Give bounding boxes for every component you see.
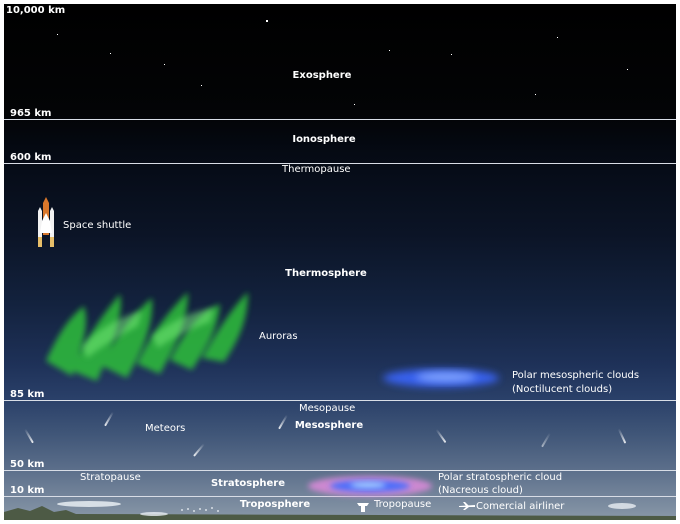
altitude-label-85km: 85 km <box>10 389 45 400</box>
layer-ionosphere: Ionosphere <box>292 134 356 145</box>
star <box>57 34 58 35</box>
label-meteors: Meteors <box>145 423 186 434</box>
label-airliner: Comercial airliner <box>476 501 565 512</box>
star <box>557 37 558 38</box>
meteor <box>541 432 551 448</box>
aurora-graphic <box>46 292 248 381</box>
boundary-line-50km <box>4 470 676 471</box>
space-shuttle-icon <box>38 197 54 247</box>
label-polar-mesospheric-line2: (Noctilucent clouds) <box>512 384 613 395</box>
meteor <box>193 443 205 457</box>
star <box>627 69 628 70</box>
boundary-line-965km <box>4 119 676 120</box>
meteor <box>435 428 447 444</box>
star <box>201 85 202 86</box>
label-auroras: Auroras <box>259 331 298 342</box>
label-mesopause: Mesopause <box>299 403 356 414</box>
star <box>110 53 111 54</box>
layer-troposphere: Troposphere <box>239 499 311 510</box>
label-tropopause: Tropopause <box>374 499 432 510</box>
altitude-label-50km: 50 km <box>10 459 45 470</box>
troposphere-scenery <box>4 501 676 520</box>
altitude-label-965km: 965 km <box>10 108 52 119</box>
meteor <box>24 428 34 444</box>
altitude-label-600km: 600 km <box>10 152 52 163</box>
star <box>535 94 536 95</box>
boundary-line-10km <box>4 496 676 497</box>
star <box>451 54 452 55</box>
atmosphere-diagram: 10,000 km 965 km 600 km 85 km 50 km 10 k… <box>4 4 676 520</box>
label-thermopause: Thermopause <box>282 164 351 175</box>
altitude-label-10km: 10 km <box>10 485 45 496</box>
altitude-label-top: 10,000 km <box>6 5 66 16</box>
label-polar-stratospheric-line2: (Nacreous cloud) <box>438 485 523 496</box>
meteor <box>278 414 288 430</box>
label-stratopause: Stratopause <box>80 472 141 483</box>
label-polar-stratospheric-line1: Polar stratospheric cloud <box>438 472 563 483</box>
boundary-line-85km <box>4 400 676 401</box>
layer-stratosphere: Stratosphere <box>210 478 286 489</box>
boundary-line-600km <box>4 163 676 164</box>
meteor <box>617 428 627 444</box>
star <box>389 50 390 51</box>
airliner-icon <box>459 502 475 510</box>
layer-thermosphere: Thermosphere <box>285 268 367 279</box>
label-space-shuttle: Space shuttle <box>63 220 132 231</box>
layer-exosphere: Exosphere <box>292 70 352 81</box>
cumulonimbus-icon <box>357 503 369 512</box>
layer-mesosphere: Mesosphere <box>294 420 364 431</box>
noctilucent-cloud-graphic <box>383 369 499 387</box>
star <box>354 104 355 105</box>
meteor <box>104 411 114 427</box>
label-polar-mesospheric-line1: Polar mesospheric clouds <box>512 370 640 381</box>
nacreous-cloud-graphic <box>308 476 432 496</box>
star <box>266 20 268 22</box>
star <box>164 64 165 65</box>
